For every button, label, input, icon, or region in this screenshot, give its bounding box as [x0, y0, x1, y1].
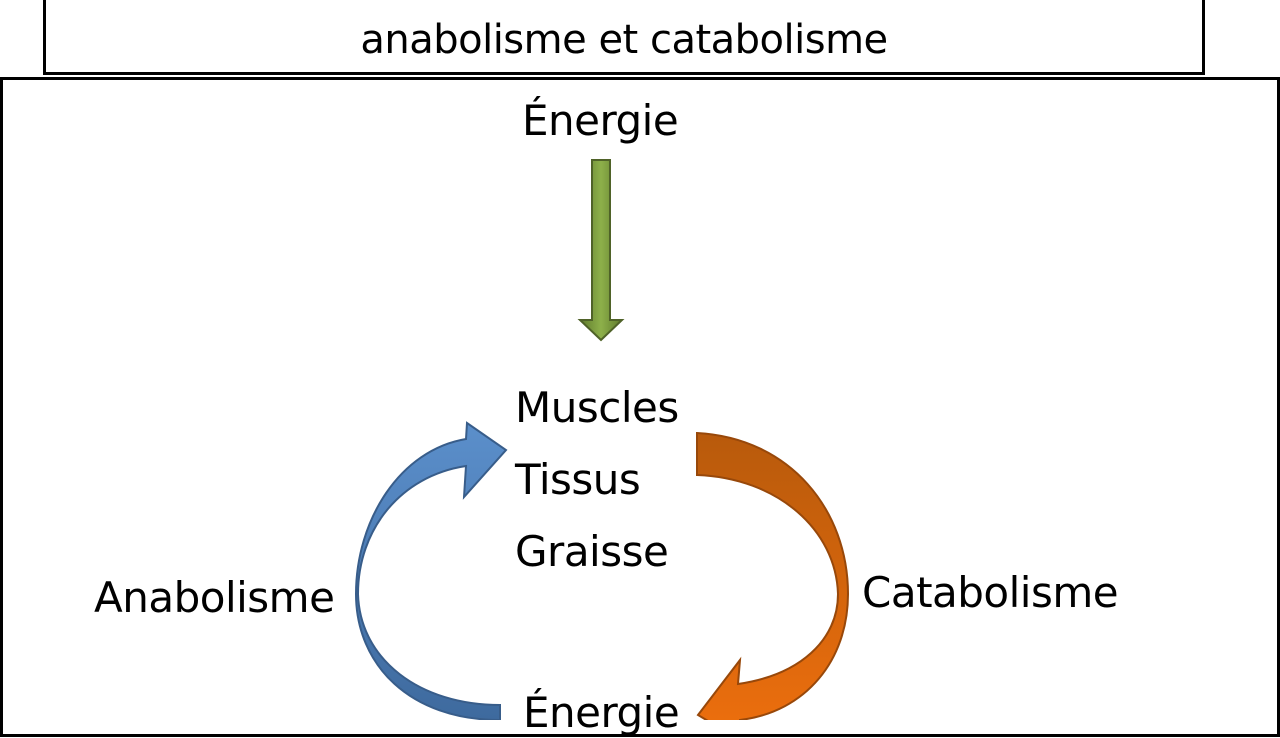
energy-bottom-label: Énergie	[523, 688, 680, 737]
center-item-graisse: Graisse	[515, 527, 669, 576]
diagram-frame	[0, 77, 1280, 737]
diagram-arrows	[354, 159, 850, 720]
anabolism-arrow	[354, 421, 508, 720]
catabolism-arrow	[696, 431, 850, 720]
diagram-title: anabolisme et catabolisme	[360, 17, 888, 63]
center-item-tissus: Tissus	[515, 455, 641, 504]
catabolism-label: Catabolisme	[862, 568, 1119, 617]
center-item-muscles: Muscles	[515, 383, 679, 432]
energy-down-arrow	[577, 159, 625, 342]
title-box: anabolisme et catabolisme	[43, 0, 1205, 75]
energy-top-label: Énergie	[522, 96, 679, 145]
anabolism-label: Anabolisme	[94, 573, 335, 622]
